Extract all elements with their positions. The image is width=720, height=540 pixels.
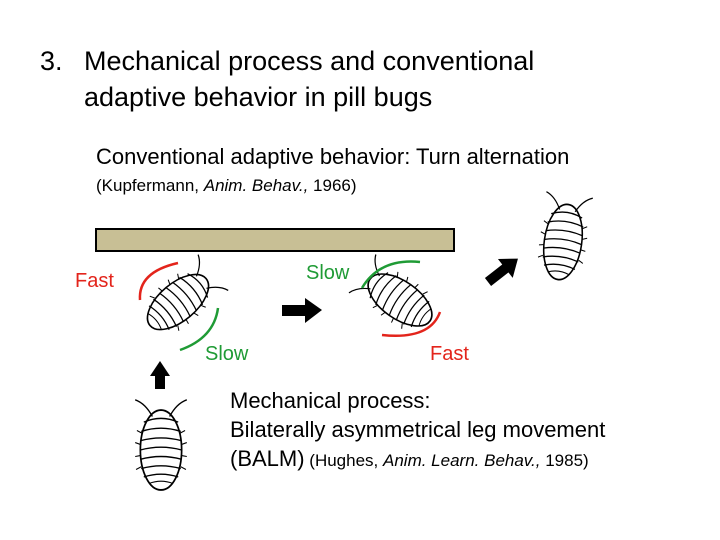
wall-obstacle [95, 228, 455, 252]
pill-bug-bottom [134, 398, 188, 491]
label-slow-left: Slow [205, 343, 249, 365]
pill-bug-left [134, 253, 230, 345]
arrow-diagonal [484, 258, 518, 286]
conventional-citation: (Kupfermann, Anim. Behav., 1966) [96, 176, 357, 196]
slide-number: 3. [40, 46, 63, 76]
citation-year: 1966) [308, 176, 357, 195]
citation-author: (Hughes, [304, 451, 383, 470]
mechanical-line-2: Bilaterally asymmetrical leg movement [230, 417, 606, 442]
slide-title-line-2: adaptive behavior in pill bugs [84, 82, 433, 112]
citation-author: (Kupfermann, [96, 176, 204, 195]
fast-arc-left [138, 261, 179, 301]
citation-journal: Anim. Learn. Behav., [383, 451, 541, 470]
mechanical-description: Mechanical process: Bilaterally asymmetr… [230, 386, 605, 475]
slow-arc-left [179, 307, 220, 352]
arrow-up [150, 361, 170, 389]
mechanical-line-3: (BALM) (Hughes, Anim. Learn. Behav., 198… [230, 444, 605, 475]
slow-arc-right [360, 260, 421, 289]
label-fast-left: Fast [75, 270, 114, 292]
slide-title-line-1: Mechanical process and conventional [84, 46, 535, 76]
label-fast-right: Fast [430, 343, 469, 365]
citation-year: 1985) [540, 451, 589, 470]
label-slow-right: Slow [306, 262, 350, 284]
fast-arc-right [381, 311, 442, 337]
citation-journal: Anim. Behav., [203, 176, 309, 195]
balm-acronym: (BALM) [230, 446, 305, 471]
mechanical-line-1: Mechanical process: [230, 388, 431, 413]
arrow-right [282, 298, 322, 323]
pill-bug-top-right [533, 190, 594, 284]
conventional-heading: Conventional adaptive behavior: Turn alt… [96, 144, 570, 169]
